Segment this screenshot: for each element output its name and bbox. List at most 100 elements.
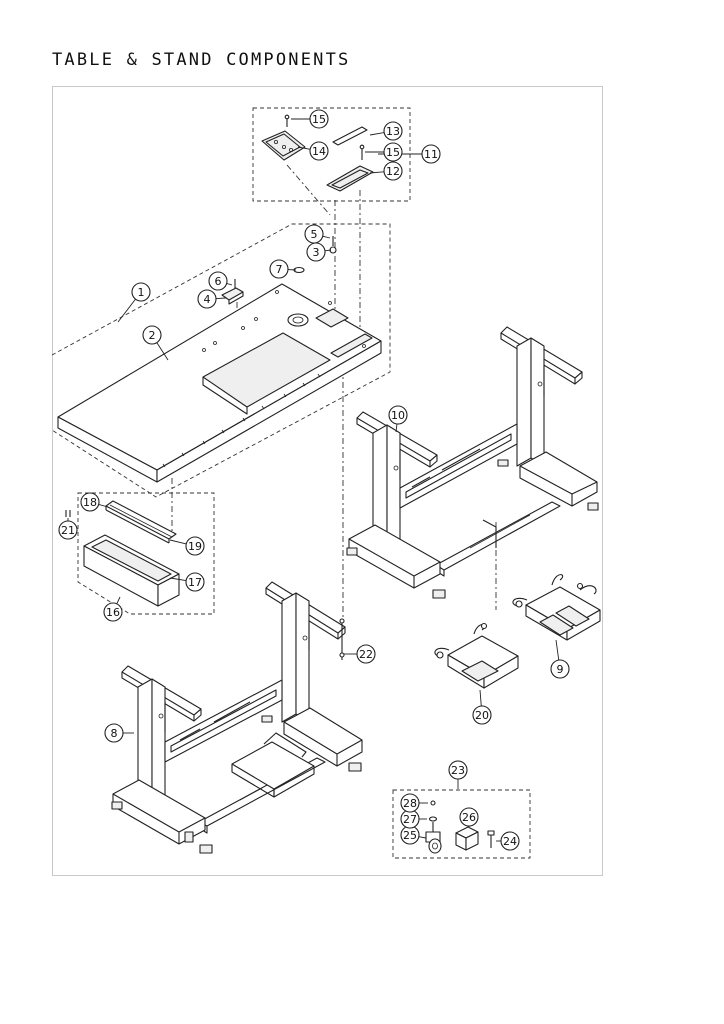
callout-leader [369, 132, 385, 136]
callout-24: 24 [496, 831, 520, 851]
callout-circle [185, 536, 205, 556]
table-top [57, 236, 382, 483]
callout-circle [400, 793, 420, 813]
drawer-assembly [65, 500, 180, 607]
callout-number: 11 [424, 148, 438, 161]
callout-13: 13 [369, 121, 403, 141]
callout-12: 12 [369, 161, 403, 181]
callout-number: 7 [276, 263, 283, 276]
callout-circle [269, 259, 289, 279]
callout-leader [479, 689, 482, 707]
callout-number: 5 [311, 228, 318, 241]
callout-20: 20 [472, 689, 492, 725]
callout-number: 19 [188, 540, 202, 553]
callout-number: 8 [111, 727, 118, 740]
callout-number: 16 [106, 606, 120, 619]
callout-circle [459, 807, 479, 827]
callout-number: 18 [83, 496, 97, 509]
stand-8 [111, 581, 363, 854]
callout-19: 19 [169, 536, 205, 556]
pedal-assemblies [434, 574, 601, 689]
callout-23: 23 [448, 760, 468, 789]
callout-14: 14 [297, 141, 329, 161]
accessory-parts [261, 114, 374, 192]
callout-circle [448, 760, 468, 780]
callout-number: 13 [386, 125, 400, 138]
callout-leader [418, 836, 427, 839]
part-callouts: 1234567891011121314151516171819202122232… [58, 109, 570, 851]
callout-circle [304, 224, 324, 244]
callout-circle [58, 520, 78, 540]
callout-leader [117, 298, 136, 323]
callout-circle [550, 659, 570, 679]
callout-leader [297, 146, 311, 150]
callout-circle [356, 644, 376, 664]
callout-number: 15 [312, 113, 326, 126]
callout-number: 28 [403, 797, 417, 810]
callout-number: 25 [403, 829, 417, 842]
callout-leader [369, 171, 385, 174]
callout-circle [309, 109, 329, 129]
callout-4: 4 [197, 289, 227, 309]
callout-15: 15 [365, 142, 403, 162]
callout-circle [131, 282, 151, 302]
callout-11: 11 [378, 144, 441, 164]
callout-number: 20 [475, 709, 489, 722]
callout-15: 15 [291, 109, 329, 129]
callout-number: 22 [359, 648, 373, 661]
callout-number: 21 [61, 524, 75, 537]
callout-16: 16 [103, 596, 123, 622]
callout-circle [142, 325, 162, 345]
callout-leader [322, 235, 331, 239]
callout-22: 22 [344, 644, 376, 664]
callout-leader [116, 596, 121, 605]
callout-number: 27 [403, 813, 417, 826]
callout-leader [169, 577, 187, 582]
callout-leader [226, 283, 233, 286]
callout-9: 9 [550, 639, 570, 679]
callout-number: 4 [204, 293, 211, 306]
callout-25: 25 [400, 825, 427, 845]
callout-3: 3 [306, 242, 332, 262]
callout-number: 1 [138, 286, 145, 299]
callout-21: 21 [58, 518, 78, 540]
callout-leader [169, 539, 187, 545]
callout-number: 2 [149, 329, 156, 342]
diagram-frame [52, 86, 603, 876]
callout-circle [309, 141, 329, 161]
callout-number: 6 [215, 275, 222, 288]
callout-circle [104, 723, 124, 743]
callout-leader [324, 249, 332, 252]
callout-8: 8 [104, 723, 134, 743]
callout-circle [500, 831, 520, 851]
callout-17: 17 [169, 572, 205, 592]
callout-circle [472, 705, 492, 725]
callout-circle [421, 144, 441, 164]
callout-26: 26 [459, 807, 479, 827]
callout-number: 26 [462, 811, 476, 824]
callout-number: 3 [313, 246, 320, 259]
page-title: TABLE & STAND COMPONENTS [52, 50, 351, 70]
callout-6: 6 [208, 271, 233, 291]
callout-18: 18 [80, 492, 109, 512]
callout-leader [98, 503, 109, 508]
callout-circle [388, 405, 408, 425]
callout-number: 24 [503, 835, 517, 848]
callout-number: 23 [451, 764, 465, 777]
callout-number: 14 [312, 145, 326, 158]
callout-10: 10 [388, 405, 408, 433]
caster-parts [425, 800, 495, 854]
callout-27: 27 [400, 809, 427, 829]
screw-22 [339, 618, 345, 660]
callout-leader [215, 297, 227, 299]
callout-28: 28 [400, 793, 428, 813]
callout-circle [383, 121, 403, 141]
callout-circle [383, 161, 403, 181]
stand-10 [346, 326, 599, 599]
callout-number: 17 [188, 576, 202, 589]
callout-number: 10 [391, 409, 405, 422]
callout-circle [185, 572, 205, 592]
callout-number: 12 [386, 165, 400, 178]
callout-leader [395, 423, 398, 433]
